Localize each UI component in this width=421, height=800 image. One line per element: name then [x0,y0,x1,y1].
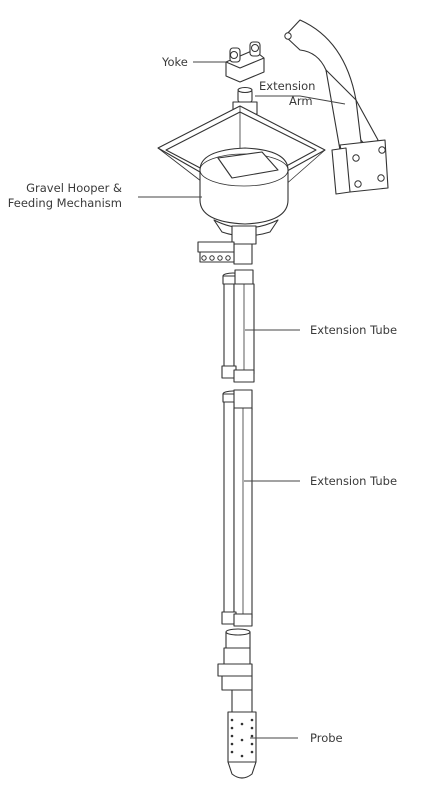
extension-arm-label-line2: Arm [289,94,313,108]
probe-label: Probe [310,731,343,745]
yoke-label: Yoke [161,55,188,69]
gravel-hopper-label-line2: Feeding Mechanism [8,196,122,210]
extension-arm-leader [255,95,346,105]
extension-arm-label-line1: Extension [259,79,315,93]
gravel-hopper-label-line1: Gravel Hooper & [26,181,122,195]
extension-tube-upper [221,269,255,383]
labels: Yoke Extension Arm Gravel Hooper & Feedi… [8,55,397,745]
extension-arm [284,19,389,195]
probe [217,628,257,779]
extension-tube-upper-label: Extension Tube [310,323,397,337]
extension-tube-lower-label: Extension Tube [310,474,397,488]
yoke [225,41,265,83]
extension-tube-lower [221,389,253,627]
gravel-hopper [157,105,326,265]
leader-lines [138,61,346,739]
